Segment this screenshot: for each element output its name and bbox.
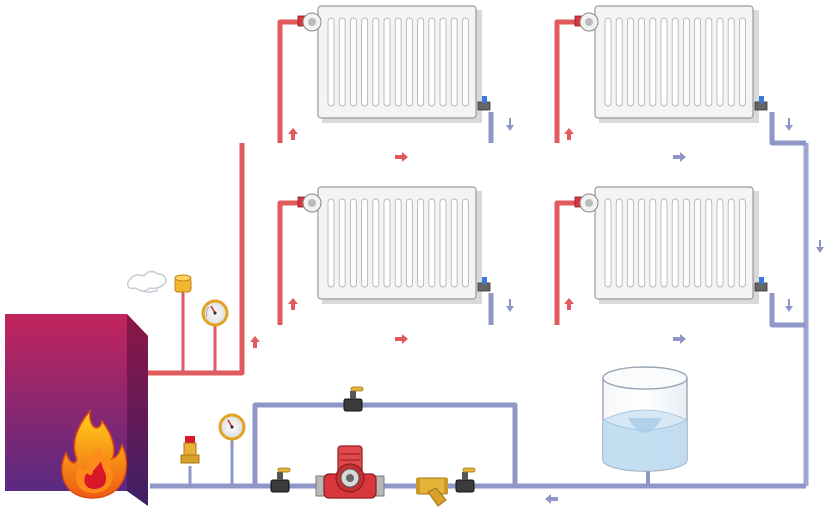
radiator-fin <box>338 198 346 288</box>
radiator-fin <box>394 198 402 288</box>
radiator-fin <box>738 17 746 107</box>
radiator-fin <box>727 198 735 288</box>
radiator-fin <box>361 17 369 107</box>
radiator-fin <box>705 198 713 288</box>
flow-arrows <box>250 118 824 504</box>
ball-valve-icon <box>270 467 291 493</box>
radiator-fin <box>327 17 335 107</box>
radiator-fin <box>682 198 690 288</box>
thermostat-valve-icon <box>297 12 322 32</box>
radiator-fin <box>738 198 746 288</box>
ball-valve-icon <box>343 386 364 412</box>
radiator-fin <box>705 17 713 107</box>
radiator-fin <box>361 198 369 288</box>
radiator-fin <box>450 198 458 288</box>
radiator-fin <box>428 198 436 288</box>
pump-icon <box>315 445 385 499</box>
radiator-fin <box>383 17 391 107</box>
pressure-gauge-bottom <box>218 413 246 441</box>
radiator-fin <box>638 198 646 288</box>
radiators <box>297 5 768 304</box>
thermostat-valve-icon <box>297 193 322 213</box>
radiator-fin <box>638 17 646 107</box>
thermostat-valve-icon <box>574 193 599 213</box>
radiator-fin <box>727 17 735 107</box>
radiator-fin <box>716 198 724 288</box>
radiator-fin <box>372 198 380 288</box>
ball-valve-icon <box>455 467 476 493</box>
radiator-fin <box>615 17 623 107</box>
radiator-fin <box>372 17 380 107</box>
tank-icon <box>602 366 688 486</box>
radiator-upper-right <box>574 5 768 123</box>
supply-flow-arrow <box>250 128 574 348</box>
radiator-fin <box>694 17 702 107</box>
pressure-gauge-top <box>201 299 229 327</box>
return-valve-icon <box>477 277 491 292</box>
return-valve-icon <box>754 96 768 111</box>
radiator-fin <box>450 17 458 107</box>
radiator-fin <box>660 17 668 107</box>
radiator-fin <box>461 198 469 288</box>
radiator-fin <box>405 198 413 288</box>
radiator-lower-right <box>574 186 768 304</box>
radiator-upper-left <box>297 5 491 123</box>
radiator-fin <box>649 17 657 107</box>
boiler-side <box>127 314 148 506</box>
radiator-fin <box>615 198 623 288</box>
radiator-fin <box>417 198 425 288</box>
radiator-fin <box>428 17 436 107</box>
radiator-fin <box>626 17 634 107</box>
radiator-fin <box>439 17 447 107</box>
radiator-fin <box>694 198 702 288</box>
radiator-fin <box>649 198 657 288</box>
steam-icon <box>126 270 167 293</box>
safety-valve-icon <box>180 436 200 464</box>
radiator-fin <box>349 198 357 288</box>
radiator-fin <box>439 198 447 288</box>
thermostat-valve-icon <box>574 12 599 32</box>
boiler <box>5 314 148 506</box>
radiator-fin <box>671 17 679 107</box>
strainer-icon <box>416 477 448 507</box>
radiator-fin <box>604 198 612 288</box>
radiator-fin <box>327 198 335 288</box>
radiator-fin <box>716 17 724 107</box>
return-valve-icon <box>754 277 768 292</box>
flame-icon <box>61 408 128 499</box>
radiator-fin <box>338 17 346 107</box>
radiator-fin <box>383 198 391 288</box>
radiator-fin <box>682 17 690 107</box>
radiator-fin <box>604 17 612 107</box>
radiator-fin <box>461 17 469 107</box>
radiator-fin <box>405 17 413 107</box>
return-valve-icon <box>477 96 491 111</box>
radiator-fin <box>417 17 425 107</box>
ball-valves <box>270 386 476 493</box>
radiator-fin <box>349 17 357 107</box>
radiator-fin <box>671 198 679 288</box>
radiator-fin <box>394 17 402 107</box>
supply-pipes <box>148 19 806 376</box>
radiator-fin <box>626 198 634 288</box>
radiator-fin <box>660 198 668 288</box>
radiator-lower-left <box>297 186 491 304</box>
return-flow-arrow <box>506 118 824 504</box>
air-vent-icon <box>126 270 192 293</box>
